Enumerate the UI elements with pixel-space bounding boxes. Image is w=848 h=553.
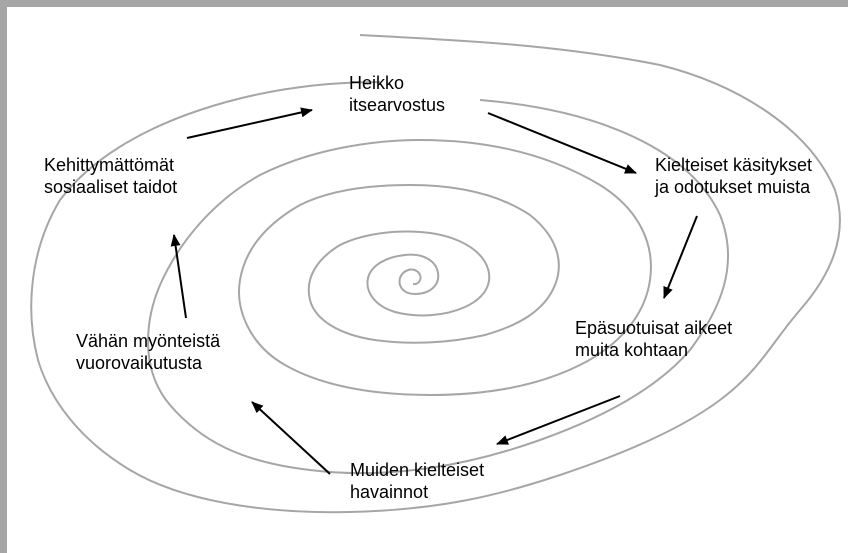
node-vahan-myonteista: Vähän myönteistä vuorovaikutusta [76, 330, 220, 374]
node-muiden-havainnot: Muiden kielteiset havainnot [350, 459, 484, 503]
spiral-main-curve [147, 99, 729, 475]
node-label-line: Epäsuotuisat aikeet [575, 318, 733, 338]
arrow-muiden-to-vahan [251, 401, 331, 475]
node-label-line: havainnot [350, 482, 429, 502]
node-label-line: Kehittymättömät [44, 155, 175, 175]
arrow-epasuotuisat-to-muiden [496, 395, 621, 445]
node-label-line: itsearvostus [349, 95, 446, 115]
frame-border-left [0, 0, 7, 553]
node-label-line: sosiaaliset taidot [44, 177, 178, 197]
node-kehittymattomat-taidot: Kehittymättömät sosiaaliset taidot [44, 154, 177, 198]
frame-border-top [0, 0, 848, 7]
node-label-line: Vähän myönteistä [76, 331, 221, 351]
node-label-line: muita kohtaan [575, 340, 689, 360]
spiral-outer-curve [30, 34, 841, 514]
node-label-line: Heikko [349, 73, 405, 93]
node-label-line: ja odotukset muista [655, 177, 811, 197]
node-label-line: Muiden kielteiset [350, 460, 485, 480]
node-epasuotuisat-aikeet: Epäsuotuisat aikeet muita kohtaan [575, 317, 732, 361]
node-label-line: vuorovaikutusta [76, 353, 203, 373]
node-heikko-itsearvostus: Heikko itsearvostus [349, 72, 445, 116]
arrow-vahan-to-kehitty [170, 234, 187, 319]
arrow-heikko-to-kielteiset [487, 112, 637, 174]
node-kielteiset-kasitykset: Kielteiset käsitykset ja odotukset muist… [655, 154, 812, 198]
node-label-line: Kielteiset käsitykset [655, 155, 813, 175]
arrow-kielteiset-to-epasuotuisat [663, 215, 698, 299]
arrow-kehitty-to-heikko [186, 107, 313, 139]
